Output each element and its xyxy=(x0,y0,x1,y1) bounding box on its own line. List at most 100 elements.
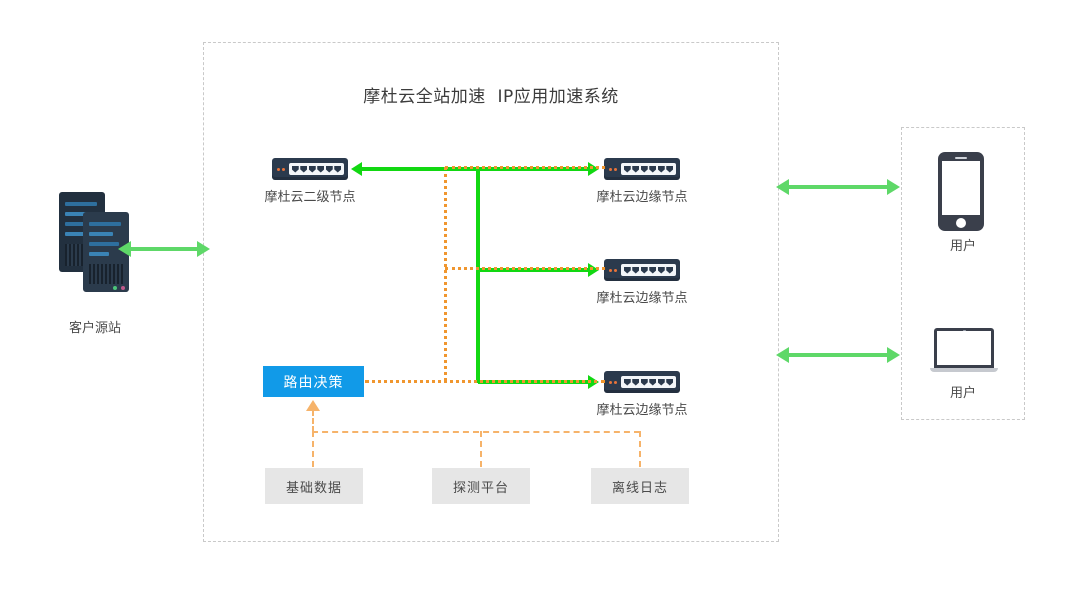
green-branch-edge-2 xyxy=(478,268,588,272)
laptop-lid xyxy=(934,328,994,368)
platform-zone-boundary xyxy=(203,42,779,542)
switch-leds xyxy=(609,380,617,384)
origin-label: 客户源站 xyxy=(68,321,121,336)
phone-screen xyxy=(942,161,980,215)
laptop-base xyxy=(930,368,998,372)
laptop-icon xyxy=(930,328,998,376)
led-indicator xyxy=(614,167,617,171)
client-zone-boundary xyxy=(901,127,1025,420)
status-led-pink xyxy=(121,286,125,290)
arrowhead-to-edge-1 xyxy=(588,162,599,176)
arrowhead-right xyxy=(197,241,210,257)
switch-ports xyxy=(621,163,676,175)
green-branch-secondary xyxy=(362,167,478,171)
switch-port xyxy=(300,165,308,173)
rack-bar xyxy=(65,222,95,226)
switch-port xyxy=(632,266,640,274)
client-laptop-label: 用户 xyxy=(949,386,976,401)
node-secondary-label: 摩杜云二级节点 xyxy=(264,190,356,205)
arrowhead-right xyxy=(887,347,900,363)
link-line xyxy=(131,247,200,251)
switch-port xyxy=(623,165,631,173)
client-phone-label: 用户 xyxy=(949,239,976,254)
switch-port xyxy=(640,378,648,386)
phone-home-button xyxy=(956,218,966,228)
feed-line-to-routing xyxy=(312,410,314,432)
green-trunk-line xyxy=(476,167,480,383)
led-indicator xyxy=(609,380,612,384)
laptop-screen xyxy=(937,331,991,365)
node-edge-1-switch-icon xyxy=(604,158,680,180)
switch-port xyxy=(649,165,657,173)
switch-leds xyxy=(609,167,617,171)
switch-port xyxy=(632,165,640,173)
led-indicator xyxy=(277,167,280,171)
link-line xyxy=(789,185,890,189)
switch-ports xyxy=(621,264,676,276)
page-title: 摩杜云全站加速 IP应用加速系统 xyxy=(363,87,619,107)
orange-control-branch-middle xyxy=(445,267,605,270)
data-source-box-1[interactable]: 基础数据 xyxy=(265,468,363,504)
switch-port xyxy=(291,165,299,173)
switch-leds xyxy=(609,268,617,272)
arrowhead-right xyxy=(887,179,900,195)
rack-vent xyxy=(89,264,123,284)
switch-port xyxy=(649,378,657,386)
data-source-box-3[interactable]: 离线日志 xyxy=(591,468,689,504)
green-branch-edge-1 xyxy=(478,167,588,171)
switch-port xyxy=(657,165,665,173)
rack-bar xyxy=(65,212,89,216)
arrowhead-to-routing-box xyxy=(306,400,320,411)
switch-port xyxy=(317,165,325,173)
phone-speaker xyxy=(955,156,967,159)
orange-control-line-horizontal xyxy=(365,380,605,383)
node-edge-2-label: 摩杜云边缘节点 xyxy=(596,291,688,306)
data-source-box-2[interactable]: 探测平台 xyxy=(432,468,530,504)
switch-ports xyxy=(289,163,344,175)
orange-control-line-vertical xyxy=(444,167,447,381)
link-line xyxy=(789,353,890,357)
node-edge-3-label: 摩杜云边缘节点 xyxy=(596,403,688,418)
switch-port xyxy=(334,165,342,173)
switch-port xyxy=(640,165,648,173)
arrowhead-to-secondary xyxy=(351,162,362,176)
rack-bar xyxy=(89,232,113,236)
led-indicator xyxy=(614,268,617,272)
feed-drop-2 xyxy=(480,431,482,467)
switch-port xyxy=(657,266,665,274)
node-edge-1-label: 摩杜云边缘节点 xyxy=(596,190,688,205)
switch-port xyxy=(666,165,674,173)
switch-port xyxy=(640,266,648,274)
rack-bar xyxy=(89,242,119,246)
status-led-green xyxy=(113,286,117,290)
led-indicator xyxy=(282,167,285,171)
feed-bus-horizontal xyxy=(312,431,640,433)
switch-port xyxy=(632,378,640,386)
node-edge-2-switch-icon xyxy=(604,259,680,281)
rack-bar xyxy=(89,252,109,256)
feed-drop-1 xyxy=(312,431,314,467)
switch-leds xyxy=(277,167,285,171)
switch-port xyxy=(666,378,674,386)
switch-ports xyxy=(621,376,676,388)
led-indicator xyxy=(614,380,617,384)
rack-bar xyxy=(89,222,121,226)
switch-port xyxy=(623,378,631,386)
arrowhead-left xyxy=(776,179,789,195)
switch-port xyxy=(623,266,631,274)
rack-bar xyxy=(65,202,97,206)
switch-port xyxy=(666,266,674,274)
arrowhead-left xyxy=(118,241,131,257)
rack-bar xyxy=(65,232,87,236)
node-secondary-switch-icon xyxy=(272,158,348,180)
orange-control-branch-top xyxy=(445,166,605,169)
smartphone-icon xyxy=(938,152,984,231)
led-indicator xyxy=(609,167,612,171)
switch-port xyxy=(308,165,316,173)
routing-decision-box[interactable]: 路由决策 xyxy=(263,366,364,397)
node-edge-3-switch-icon xyxy=(604,371,680,393)
switch-port xyxy=(325,165,333,173)
arrowhead-left xyxy=(776,347,789,363)
laptop-camera xyxy=(963,329,966,331)
